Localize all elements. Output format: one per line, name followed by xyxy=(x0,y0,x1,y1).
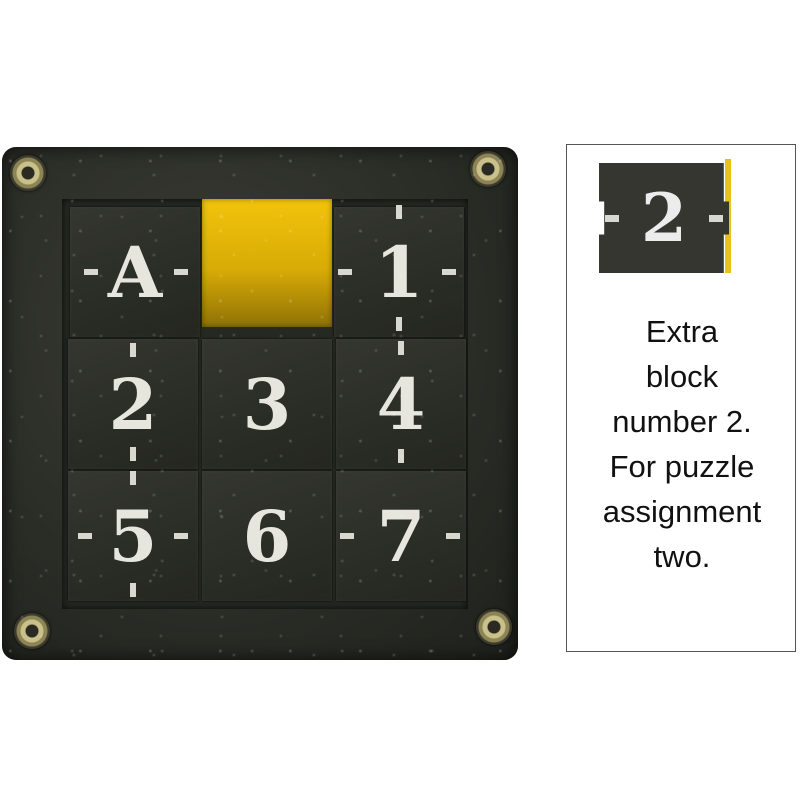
caption-line: assignment xyxy=(602,494,762,529)
tile-label: 2 xyxy=(108,362,158,446)
tile-label: 5 xyxy=(108,494,158,578)
puzzle-board: A 1 2 3 4 xyxy=(2,147,518,660)
tile-label: 3 xyxy=(242,362,292,446)
tile-3[interactable]: 3 xyxy=(202,339,332,469)
tile-4[interactable]: 4 xyxy=(336,339,466,469)
tile-7[interactable]: 7 xyxy=(336,471,466,601)
caption-line: two. xyxy=(653,539,711,574)
tile-1[interactable]: 1 xyxy=(334,205,464,337)
caption-line: Extra xyxy=(645,314,719,349)
tile-label: 4 xyxy=(376,362,426,446)
tile-2[interactable]: 2 xyxy=(68,339,198,469)
caption-line: For puzzle xyxy=(609,449,755,484)
screw-icon xyxy=(10,155,46,191)
tile-6[interactable]: 6 xyxy=(202,471,332,601)
empty-slot[interactable] xyxy=(202,199,332,327)
tile-a[interactable]: A xyxy=(70,207,200,337)
extra-tile-2[interactable]: 2 xyxy=(599,163,729,273)
tile-label: 6 xyxy=(242,494,292,578)
screw-icon xyxy=(14,613,50,649)
tile-label: 1 xyxy=(374,230,424,314)
caption-line: block xyxy=(645,359,719,394)
caption: Extra block number 2. For puzzle assignm… xyxy=(567,309,797,579)
screw-icon xyxy=(476,609,512,645)
tile-label: 7 xyxy=(376,494,426,578)
caption-line: number 2. xyxy=(612,404,752,439)
extra-block-panel: 2 Extra block number 2. For puzzle assig… xyxy=(566,144,796,652)
tile-label: A xyxy=(107,230,163,314)
screw-icon xyxy=(470,151,506,187)
extra-tile-label: 2 xyxy=(641,179,687,257)
tile-tray: A 1 2 3 4 xyxy=(62,199,468,609)
tile-5[interactable]: 5 xyxy=(68,471,198,601)
